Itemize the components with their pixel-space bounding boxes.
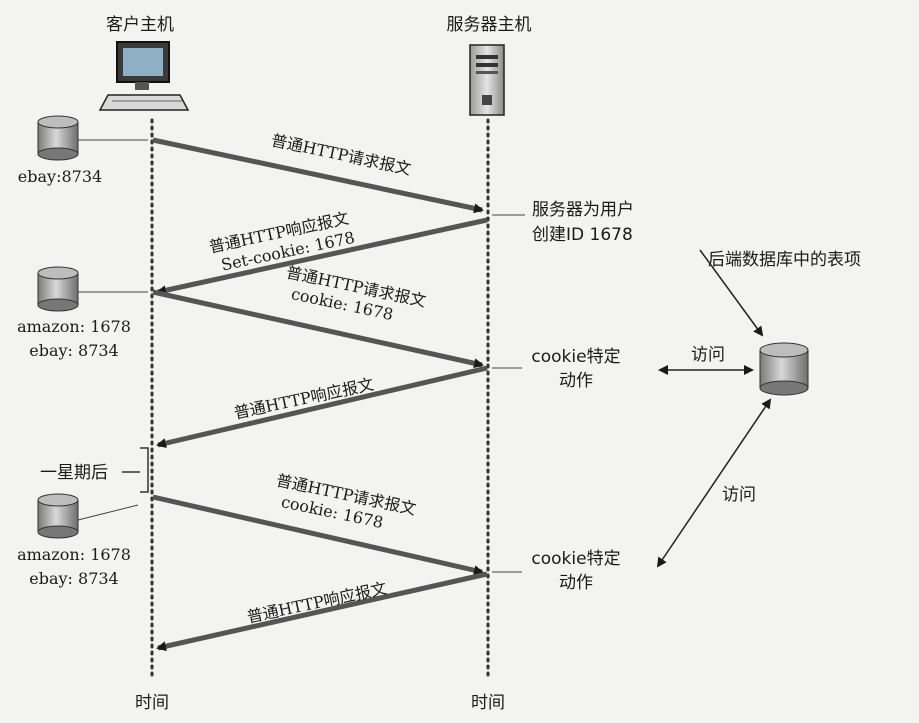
database-label-pointer xyxy=(699,249,764,337)
access-label-2: 访问 xyxy=(722,485,756,505)
database-label: 后端数据库中的表项 xyxy=(708,250,861,270)
server-note-action2-line-1: cookie特定 xyxy=(531,549,620,569)
server-tower-icon xyxy=(469,44,505,116)
server-note-action2-line-2: 动作 xyxy=(559,573,593,593)
client-computer-icon xyxy=(98,41,190,111)
message-arrow-4 xyxy=(156,365,488,449)
server-title: 服务器主机 xyxy=(447,15,532,35)
cookie-file-2-line-2: ebay: 8734 xyxy=(29,341,118,360)
cookie-file-3-line-1: amazon: 1678 xyxy=(17,545,131,564)
access-arrow-2 xyxy=(656,398,772,568)
cookie-file-1-line-1: ebay:8734 xyxy=(18,167,102,186)
cookie-file-3: amazon: 1678 ebay: 8734 xyxy=(17,493,139,588)
server-note-create-id-line-1: 服务器为用户 xyxy=(532,200,634,220)
server-note-action1-line-1: cookie特定 xyxy=(531,347,620,367)
backend-database-icon xyxy=(759,342,809,396)
week-later-label: 一星期后 xyxy=(40,463,108,483)
cookie-file-1: ebay:8734 xyxy=(18,115,148,186)
server-note-action1-line-2: 动作 xyxy=(559,371,593,391)
cookie-file-2-line-1: amazon: 1678 xyxy=(17,317,131,336)
message-arrow-6 xyxy=(156,571,488,652)
client-time-label: 时间 xyxy=(135,693,169,713)
cookie-file-3-line-2: ebay: 8734 xyxy=(29,569,118,588)
server-time-label: 时间 xyxy=(471,693,505,713)
client-title: 客户主机 xyxy=(106,15,174,35)
server-note-create-id-line-2: 创建ID 1678 xyxy=(532,225,633,245)
message-arrow-5 xyxy=(152,494,484,576)
access-label-1: 访问 xyxy=(691,345,725,365)
message-arrow-1 xyxy=(152,137,484,214)
message-arrow-2 xyxy=(156,217,488,296)
week-later-bracket xyxy=(140,447,149,493)
cookie-file-2: amazon: 1678 ebay: 8734 xyxy=(17,266,148,360)
message-arrow-3 xyxy=(152,289,484,369)
